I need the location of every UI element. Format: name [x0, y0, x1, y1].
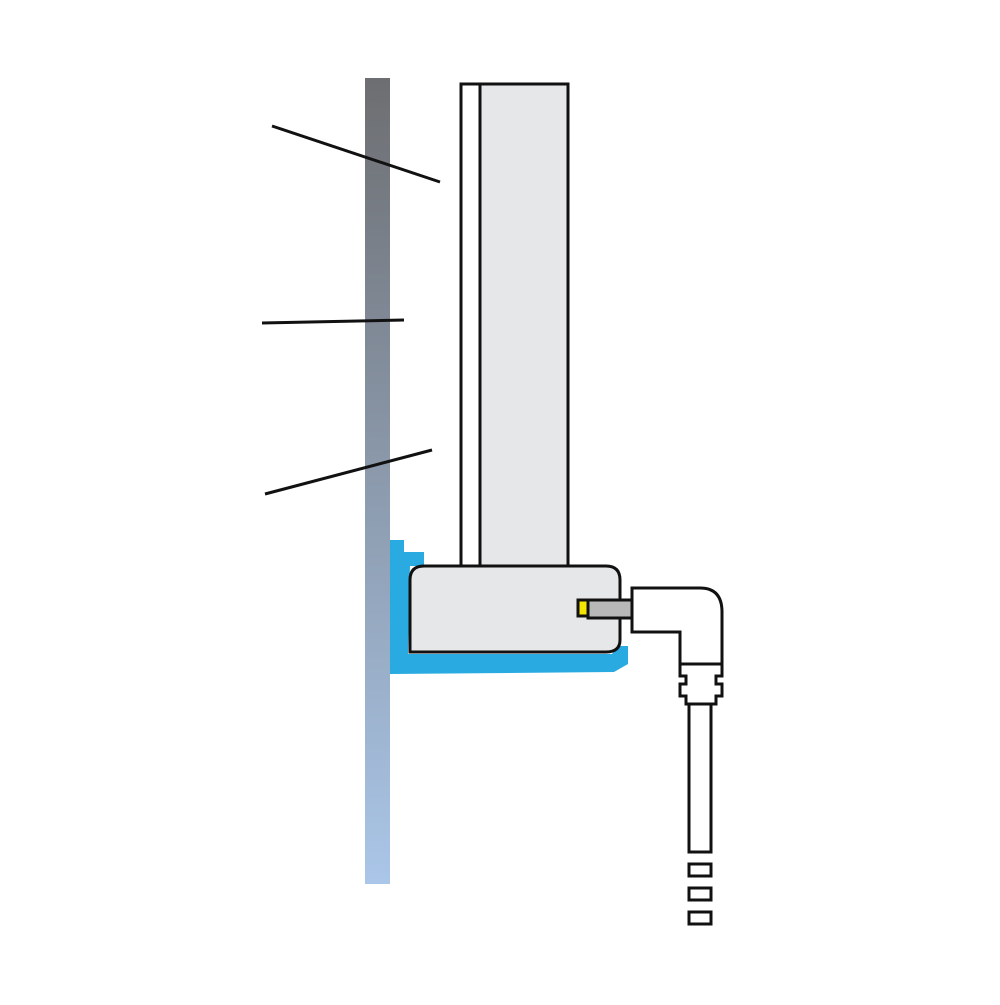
leader-lines: [261, 124, 441, 496]
mounting-bracket: [390, 540, 628, 674]
plug-strain-relief: [678, 662, 724, 706]
leader-line-top: [271, 124, 441, 184]
right-angle-dc-plug: [576, 586, 724, 706]
plug-housing: [630, 586, 724, 666]
panel-edge-strip: [459, 82, 482, 570]
panel-body: [478, 82, 570, 570]
base-unit: [408, 564, 622, 654]
vertical-panel: [459, 82, 570, 570]
cable-body: [687, 702, 713, 854]
cable-break-segment: [687, 862, 713, 878]
leader-line-bottom: [264, 448, 433, 496]
cable-break-segment: [687, 910, 713, 926]
leader-line-middle: [261, 318, 405, 325]
plug-barrel: [586, 598, 634, 620]
power-cable: [687, 702, 713, 926]
wall-section: [365, 78, 390, 884]
cable-break-segment: [687, 886, 713, 902]
